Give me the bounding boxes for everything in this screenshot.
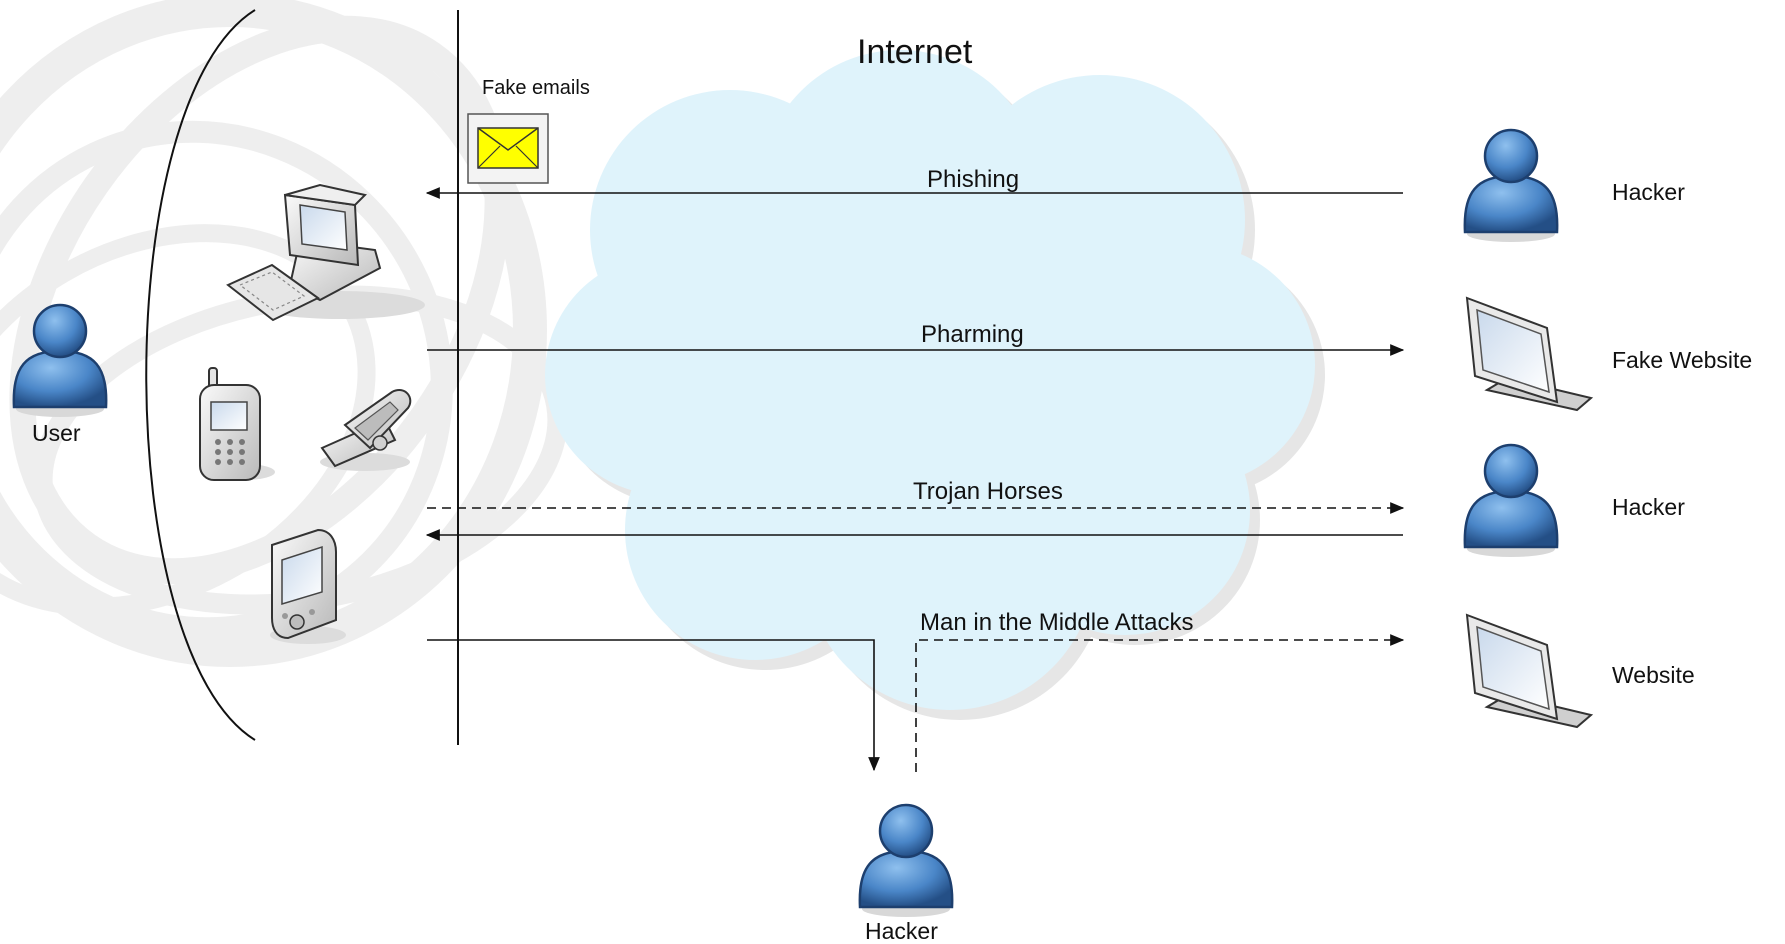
website-label: Website — [1612, 662, 1695, 688]
pda-icon — [270, 528, 346, 644]
pharming-label: Pharming — [921, 321, 1024, 348]
envelope-icon — [467, 113, 549, 184]
mitm-intercept-arrow — [427, 639, 880, 772]
user-label: User — [32, 420, 81, 446]
hacker-icon-1 — [1463, 128, 1559, 244]
website-monitor-icon — [1466, 614, 1592, 728]
mitm-relay-arrow — [915, 634, 1405, 772]
phishing-label: Phishing — [927, 166, 1020, 193]
flip-phone-icon — [320, 389, 412, 471]
hacker-icon-2 — [1463, 443, 1559, 559]
fake-emails-label: Fake emails — [482, 77, 590, 99]
bottom-hacker-label: Hacker — [865, 918, 938, 944]
device-group-bracket — [145, 9, 256, 741]
fake-website-label: Fake Website — [1612, 347, 1753, 373]
internet-title: Internet — [857, 33, 973, 71]
trojan-horses-label: Trojan Horses — [913, 478, 1063, 505]
internet-cloud — [545, 50, 1315, 710]
desktop-computer-icon — [226, 183, 425, 322]
bottom-hacker-icon — [858, 803, 954, 919]
candybar-phone-icon — [199, 367, 275, 481]
hacker-label-2: Hacker — [1612, 494, 1685, 520]
mitm-label: Man in the Middle Attacks — [920, 609, 1194, 636]
hacker-label-1: Hacker — [1612, 179, 1685, 205]
fake-website-monitor-icon — [1466, 297, 1592, 411]
